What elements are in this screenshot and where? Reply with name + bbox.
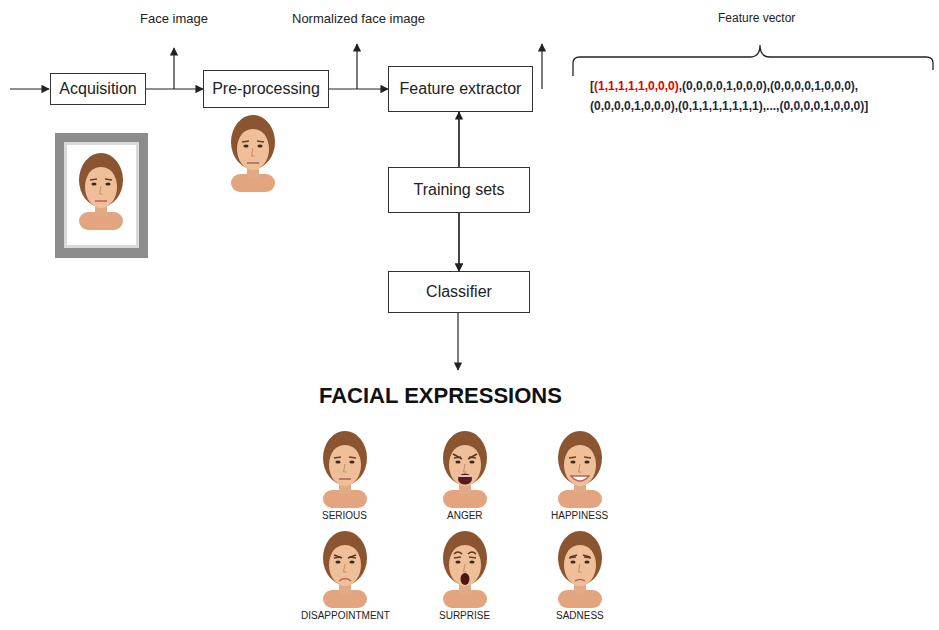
expression-label: SERIOUS (322, 510, 367, 522)
process-box: Pre-processing (203, 70, 329, 108)
process-box: Classifier (388, 271, 530, 313)
expression-label: SURPRISE (439, 610, 490, 622)
expression-label: DISAPPOINTMENT (301, 610, 390, 622)
box-label: Acquisition (59, 80, 136, 98)
output-label: Face image (140, 12, 208, 27)
section-heading: FACIAL EXPRESSIONS (319, 383, 562, 408)
flow-arrow (458, 213, 459, 271)
vector-text: [ (590, 80, 594, 94)
expression-label: ANGER (447, 510, 483, 522)
box-label: Training sets (414, 181, 505, 199)
vector-text: (1,1,1,1,1,0,0,0) (594, 80, 679, 94)
process-box: Training sets (388, 167, 530, 213)
box-label: Pre-processing (212, 80, 320, 98)
process-box: Feature extractor (388, 66, 533, 112)
expression-label: SADNESS (556, 610, 604, 622)
vector-text: (0,0,0,0,1,0,0,0),(0,1,1,1,1,1,1,1),...,… (590, 100, 868, 114)
flow-arrow (146, 88, 203, 89)
box-label: Feature extractor (400, 80, 522, 98)
process-box: Acquisition (50, 73, 146, 105)
vector-text: ,(0,0,0,0,1,0,0,0),(0,0,0,0,1,0,0,0), (679, 80, 858, 94)
output-label: Feature vector (718, 12, 795, 26)
flow-arrow (458, 112, 459, 167)
box-label: Classifier (426, 283, 492, 301)
output-label: Normalized face image (292, 12, 425, 27)
expression-label: HAPPINESS (551, 510, 608, 522)
flow-arrow (329, 88, 388, 89)
